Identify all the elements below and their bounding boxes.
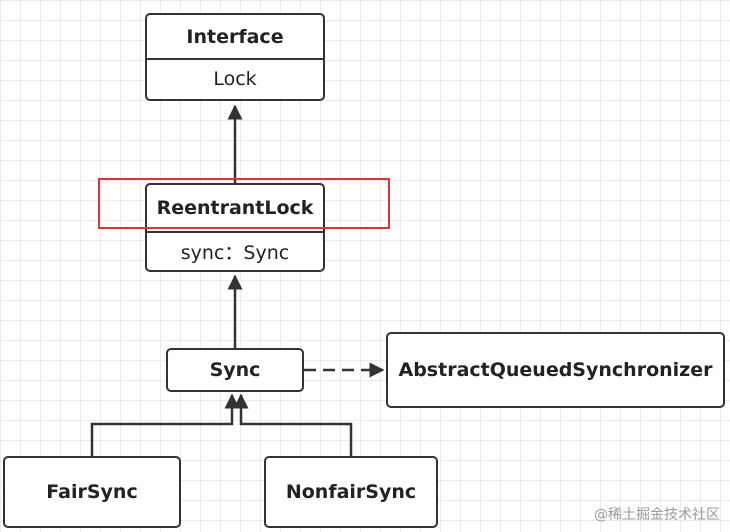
reentrantlock-attr: sync：Sync (147, 231, 323, 269)
nonfairsync-node: NonfairSync (264, 456, 438, 528)
highlight-box (98, 178, 390, 229)
fairsync-node: FairSync (3, 456, 181, 528)
edge-nonfairsync-to-sync (233, 393, 353, 456)
interface-header: Interface (186, 25, 284, 48)
edge-fairsync-to-sync (90, 393, 240, 456)
interface-node: Interface Lock (145, 13, 325, 101)
watermark: @稀土掘金技术社区 (594, 507, 720, 523)
reentrantlock-header: ReentrantLock (156, 197, 314, 219)
aqs-node: AbstractQueuedSynchronizer (386, 332, 725, 408)
interface-attr: Lock (147, 58, 323, 98)
sync-node: Sync (166, 348, 304, 392)
